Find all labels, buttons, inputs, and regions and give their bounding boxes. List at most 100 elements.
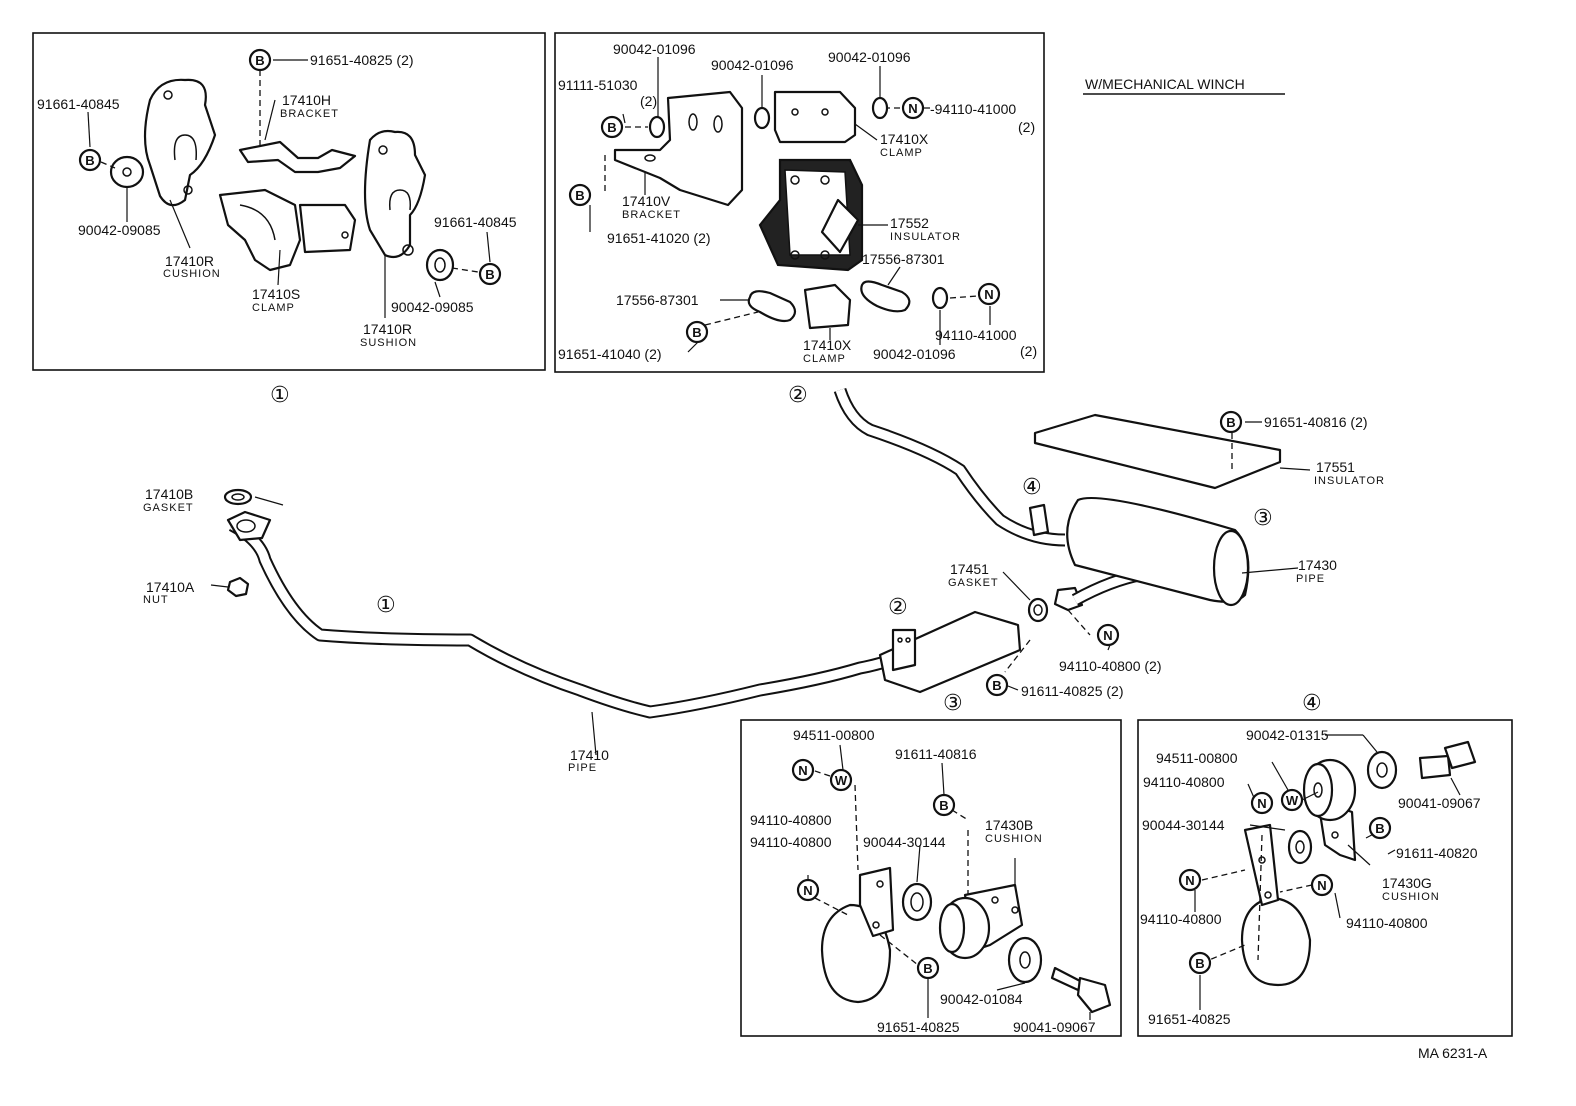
part-label: SUSHION	[360, 337, 417, 349]
part-number: 90042-01096	[711, 57, 794, 73]
group-marker-2: ②	[888, 594, 908, 619]
part-number: 91611-40820	[1396, 845, 1478, 861]
box2-symbols: B N B B N	[568, 96, 1001, 344]
part-label: CLAMP	[803, 353, 846, 365]
part-number: 17556-87301	[616, 292, 699, 308]
part-label: GASKET	[948, 577, 999, 589]
part-number: 90042-01084	[940, 991, 1023, 1007]
part-number: 17410R	[363, 321, 412, 337]
part-number: (2)	[1020, 343, 1037, 359]
bolt-symbol	[1188, 951, 1212, 975]
group-marker-1: ①	[270, 382, 290, 407]
box3-labels: 94511-00800 91611-40816 94110-40800 9411…	[750, 727, 1096, 1035]
part-number: 17410H	[282, 92, 331, 108]
part-label: CLAMP	[880, 147, 923, 159]
part-label: CLAMP	[252, 302, 295, 314]
part-number: 94110-40800	[1143, 774, 1225, 790]
part-number: 17410V	[622, 193, 671, 209]
part-number: 91661-40845	[37, 96, 120, 112]
part-number: 94110-40800	[750, 812, 832, 828]
part-number: (2)	[1018, 119, 1035, 135]
nut-symbol	[901, 96, 925, 120]
part-number: 94511-00800	[1156, 750, 1238, 766]
nut-symbol-label: N	[1257, 796, 1266, 811]
main-assembly	[210, 387, 1311, 756]
nut-symbol-label: N	[984, 287, 993, 302]
bolt-symbol-label: B	[1195, 956, 1204, 971]
part-number: 91661-40845	[434, 214, 517, 230]
part-number: 17410R	[165, 253, 214, 269]
part-label: PIPE	[568, 762, 597, 774]
box3-symbols: N W B N B	[791, 758, 956, 980]
nut-symbol	[1178, 868, 1202, 892]
part-label: INSULATOR	[1314, 475, 1385, 487]
group-marker-4: ④	[1022, 474, 1042, 499]
box4-labels: 90042-01315 94511-00800 94110-40800 9004…	[1140, 727, 1481, 1027]
bolt-symbol-label: B	[1226, 415, 1235, 430]
part-label: NUT	[143, 594, 169, 606]
bolt-symbol	[685, 320, 709, 344]
nut-symbol	[1096, 623, 1120, 647]
part-number: 17410	[570, 747, 609, 763]
part-number: 90042-01096	[828, 49, 911, 65]
bolt-symbol-label: B	[1375, 821, 1384, 836]
part-number: 17556-87301	[862, 251, 945, 267]
bolt-symbol-label: B	[485, 267, 494, 282]
bolt-symbol-label: B	[939, 798, 948, 813]
bolt-symbol	[248, 48, 272, 72]
box4-parts	[1194, 734, 1477, 1010]
detail-box-3	[740, 719, 1122, 1037]
bolt-symbol-label: B	[923, 961, 932, 976]
washer-symbol	[1280, 788, 1304, 812]
box1-symbols: B B B	[78, 48, 502, 286]
part-number: 90041-09067	[1013, 1019, 1096, 1035]
part-number: 91651-40825 (2)	[310, 52, 414, 68]
bolt-symbol-label: B	[255, 53, 264, 68]
bolt-symbol	[985, 673, 1009, 697]
part-label: CUSHION	[985, 833, 1043, 845]
part-number: 17551	[1316, 459, 1355, 475]
part-number: 91651-40816 (2)	[1264, 414, 1368, 430]
group-marker-3: ③	[943, 690, 963, 715]
part-label: GASKET	[143, 502, 194, 514]
bolt-symbol	[916, 956, 940, 980]
part-number: 90042-01096	[613, 41, 696, 57]
nut-symbol	[1310, 873, 1334, 897]
group-marker-1: ①	[376, 592, 396, 617]
part-number: 90042-01096	[873, 346, 956, 362]
part-label: BRACKET	[280, 108, 339, 120]
part-number: 17410B	[145, 486, 193, 502]
part-number: 17430B	[985, 817, 1033, 833]
part-number: 90041-09067	[1398, 795, 1481, 811]
detail-box-4	[1137, 719, 1513, 1037]
group-marker-2: ②	[788, 382, 808, 407]
part-number: 91651-40825	[877, 1019, 960, 1035]
bolt-symbol	[78, 148, 102, 172]
diagram-title: W/MECHANICAL WINCH	[1085, 76, 1245, 92]
part-number: 94110-40800	[750, 834, 832, 850]
drawing-code: MA 6231-A	[1418, 1045, 1488, 1061]
part-label: CUSHION	[163, 268, 221, 280]
part-number: 91111-51030	[558, 77, 638, 93]
part-number: 91651-41040 (2)	[558, 346, 662, 362]
bolt-symbol-label: B	[992, 678, 1001, 693]
part-number: 90042-09085	[391, 299, 474, 315]
nut-symbol-label: N	[1103, 628, 1112, 643]
nut-symbol	[791, 758, 815, 782]
part-number: 91651-41020 (2)	[607, 230, 711, 246]
part-number: 17430	[1298, 557, 1337, 573]
group-markers: ① ② ① ② ④ ③ ③ ④	[270, 382, 1322, 715]
bolt-symbol	[600, 115, 624, 139]
part-number: 91611-40825 (2)	[1021, 683, 1123, 699]
part-number: 94110-40800 (2)	[1059, 658, 1161, 674]
main-labels: 17410B GASKET 17410A NUT 17410 PIPE 1745…	[143, 414, 1385, 774]
part-number: 17451	[950, 561, 989, 577]
part-label: CUSHION	[1382, 891, 1440, 903]
part-number: 90044-30144	[1142, 817, 1225, 833]
bolt-symbol	[932, 793, 956, 817]
nut-symbol-label: N	[1317, 878, 1326, 893]
box4-symbols: N W B N N B	[1178, 788, 1392, 975]
part-number: 94110-40800	[1346, 915, 1428, 931]
nut-symbol-label: N	[908, 101, 917, 116]
box2-parts	[589, 57, 991, 353]
